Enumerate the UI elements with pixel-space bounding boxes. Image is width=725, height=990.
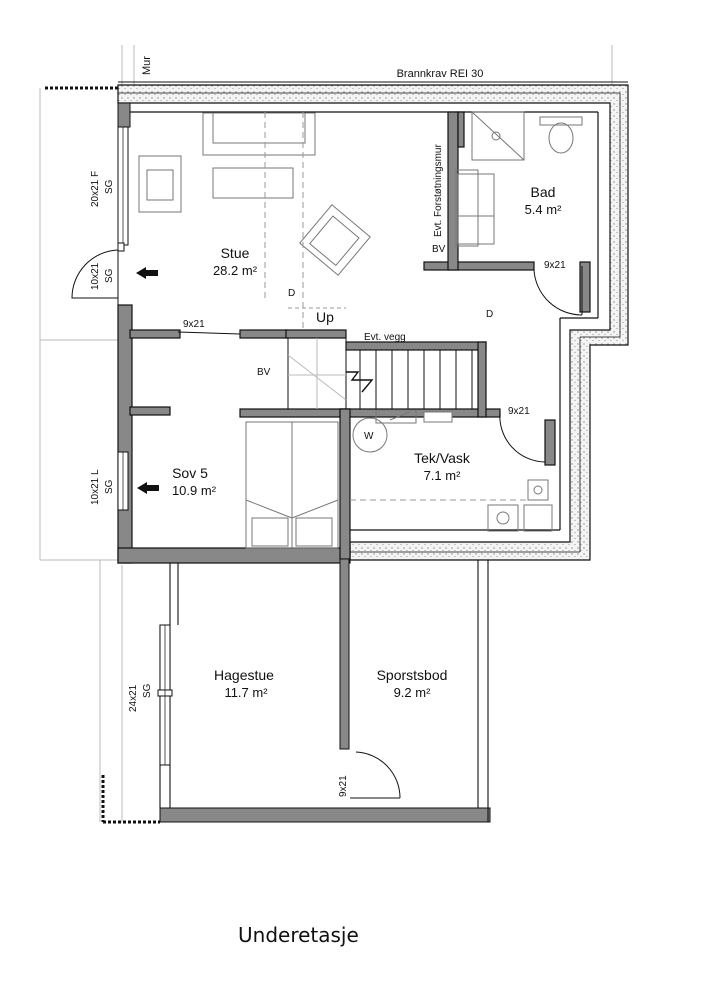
wall-mur-label: Mur [141,56,153,75]
room-name-stue: Stue [221,245,250,261]
dashed-lines [264,112,548,501]
room-area-bad: 5.4 m² [525,202,563,217]
optional-wall-label: Evt. vegg [364,332,406,343]
hage-window-size: 24x21 [128,684,139,712]
stue-window-size: 20x21 F [90,171,101,207]
room-name-bad: Bad [531,184,556,200]
stue-window [117,126,129,246]
door-size-stue-sov: 9x21 [183,319,205,330]
room-area-sov5: 10.9 m² [172,483,217,498]
outer-boundary-dashed [45,86,160,824]
bed [245,421,339,549]
room-name-tekvask: Tek/Vask [414,450,471,466]
corner-column [117,102,131,128]
sov-window-type: SG [104,479,115,494]
room-area-sportsbod: 9.2 m² [394,685,432,700]
room-area-stue: 28.2 m² [213,263,258,278]
utility-fixtures [352,409,553,532]
retaining-wall-label: Evt. Forstøtningsmur [433,144,444,237]
hage-window-type: SG [142,683,153,698]
bathroom-fixtures [455,111,583,247]
room-name-sov5: Sov 5 [172,465,208,481]
door-swings [177,266,583,799]
door-size-bod: 9x21 [338,775,349,797]
bv-label-bad: BV [432,244,446,255]
d-label-2: D [486,309,493,320]
sov-window-size: 10x21 L [90,469,101,505]
room-name-sportsbod: Sporstsbod [377,667,448,683]
d-label-1: D [288,288,295,299]
floor-title: Underetasje [238,923,359,947]
room-name-hagestue: Hagestue [214,667,274,683]
lower-outlines [159,560,489,822]
entrance-arrows [136,267,159,494]
room-area-tekvask: 7.1 m² [424,468,462,483]
stairs [287,307,478,410]
stairs-up-label: Up [316,309,334,325]
room-area-hagestue: 11.7 m² [224,685,268,700]
stue-window-type: SG [104,179,115,194]
bv-label-sov: BV [257,367,271,378]
fire-requirement-label: Brannkrav REI 30 [397,68,484,80]
stue-door-size: 10x21 [90,262,101,290]
guide-lines [39,45,613,822]
water-heater-label: W [364,431,374,442]
lower-walls [159,558,491,823]
sov-window [117,451,129,511]
door-size-tek: 9x21 [508,406,530,417]
stue-door-type: SG [104,268,115,283]
stue-furniture [138,112,371,276]
hagestue-window [157,624,173,766]
door-size-bad: 9x21 [544,260,566,271]
stue-door [71,242,125,305]
